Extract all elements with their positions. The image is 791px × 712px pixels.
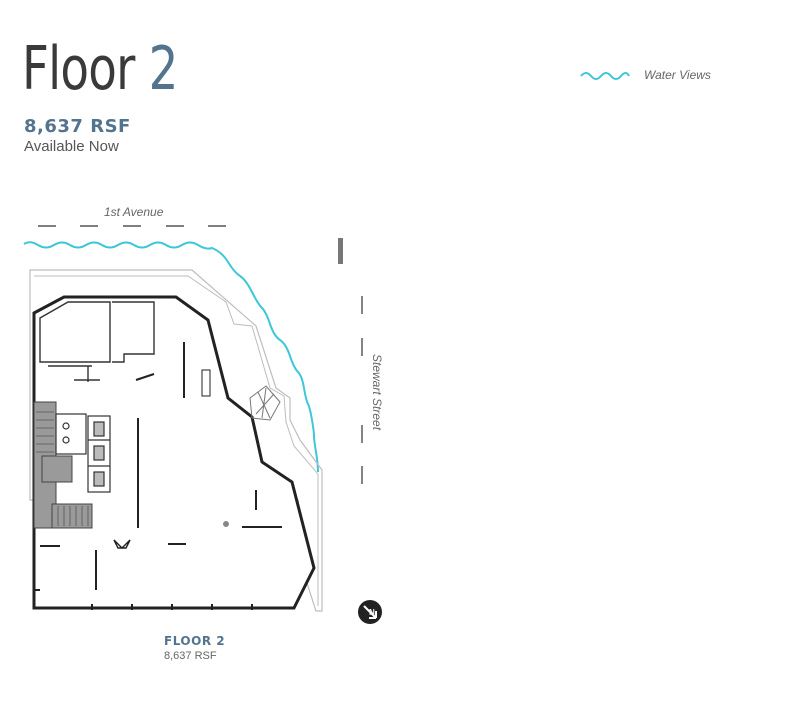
compass-letter: N xyxy=(369,608,375,617)
elevator-block xyxy=(41,455,73,483)
rsf-figure: 8,637 RSF xyxy=(24,116,131,137)
entry-stair xyxy=(113,539,131,549)
column-marker xyxy=(223,521,229,527)
window-mullions xyxy=(34,589,253,610)
offices xyxy=(39,301,155,382)
north-arrow-icon: N xyxy=(358,600,382,624)
caption-title: FLOOR 2 xyxy=(164,634,226,648)
restroom-block xyxy=(55,413,111,493)
availability-text: Available Now xyxy=(24,138,119,155)
legend: Water Views xyxy=(580,68,711,82)
legend-label: Water Views xyxy=(644,68,711,82)
page-title: Floor 2 xyxy=(22,36,178,102)
stair-block xyxy=(51,503,93,529)
interior-partitions xyxy=(40,342,282,590)
street-label-stewart-street: Stewart Street xyxy=(370,354,384,431)
water-view-line xyxy=(23,241,319,473)
wave-icon xyxy=(580,72,630,80)
floor-plate-outline xyxy=(32,295,316,610)
caption-rsf: 8,637 RSF xyxy=(164,650,217,662)
title-word: Floor xyxy=(22,34,135,104)
entry-marker xyxy=(338,238,343,264)
title-number: 2 xyxy=(148,34,179,104)
terrace-stair xyxy=(249,385,281,421)
stair-treads xyxy=(36,411,89,526)
street-label-1st-avenue: 1st Avenue xyxy=(104,205,164,219)
terrace-inner xyxy=(34,275,319,606)
